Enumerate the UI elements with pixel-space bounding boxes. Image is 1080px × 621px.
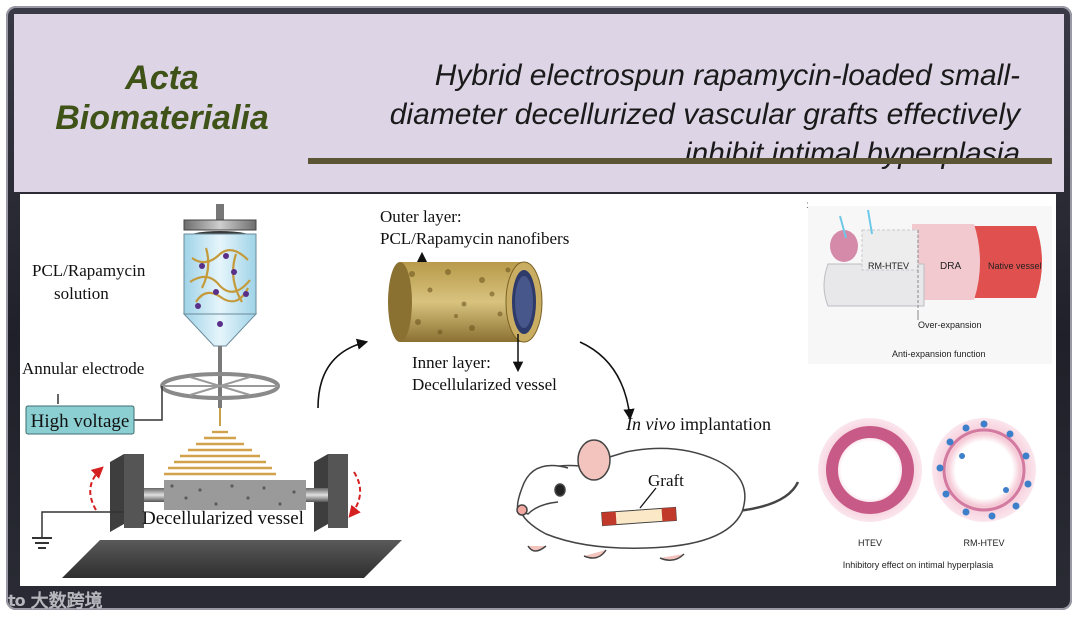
syringe-cone <box>182 313 258 347</box>
implantation-text: implantation <box>675 414 770 434</box>
outer-layer-label-line2: PCL/Rapamycin nanofibers <box>380 229 569 248</box>
inner-layer-label-line2: Decellularized vessel <box>412 375 557 394</box>
paper-title-line1: Hybrid electrospun rapamycin-loaded smal… <box>434 59 1020 92</box>
native-vessel-segment <box>970 226 1042 298</box>
left-support <box>124 454 144 528</box>
htev-label: HTEV <box>858 538 882 548</box>
annular-electrode-label: Annular electrode <box>22 359 144 378</box>
rat-eye <box>554 483 566 497</box>
flow-arrow-1 <box>317 338 369 409</box>
in-vivo-label: In vivo implantation <box>625 414 771 434</box>
rm-htev-label: RM-HTEV <box>868 261 909 271</box>
inhibitory-effect-label: Inhibitory effect on intimal hyperplasia <box>843 560 993 570</box>
watermark: to 大数跨境 <box>8 588 103 613</box>
inhibitory-effect-panel: HTEV RM-HTEV Inhibitory effect on intima… <box>818 418 1036 570</box>
right-support <box>328 454 348 528</box>
paper-title: Hybrid electrospun rapamycin-loaded smal… <box>300 56 1020 173</box>
anti-expansion-label: Anti-expansion function <box>892 349 986 359</box>
inner-layer-label-line1: Inner layer: <box>412 353 491 372</box>
outer-layer-label-line1: Outer layer: <box>380 207 462 226</box>
plunger-rod <box>216 204 224 230</box>
high-voltage-label: High voltage <box>31 411 130 432</box>
high-voltage-box <box>25 405 135 435</box>
over-expansion-label: Over-expansion <box>918 320 982 330</box>
syringe-barrel <box>183 233 257 315</box>
flow-arrow-2 <box>579 341 635 421</box>
dra-label: DRA <box>940 261 961 272</box>
graft-structure: Outer layer: PCL/Rapamycin nanofibers In… <box>380 207 771 434</box>
watermark-text: 大数跨境 <box>30 591 103 612</box>
needle <box>218 346 222 408</box>
htev-thick-intima <box>826 426 914 514</box>
dra-segment <box>912 224 980 300</box>
electrospinning-setup: High voltage PCL/Rapamycin solution Annu… <box>22 204 402 578</box>
watermark-logo: to <box>8 590 26 610</box>
journal-name-line2: Biomaterialia <box>55 99 269 137</box>
paper-title-line2: diameter decellurized vascular grafts ef… <box>389 98 1020 131</box>
solution-label-line1: PCL/Rapamycin <box>32 261 146 280</box>
header-panel: Acta Biomaterialia Hybrid electrospun ra… <box>14 14 1064 192</box>
decellularized-vessel-label: Decellularized vessel <box>142 508 304 529</box>
rat-ear <box>577 439 611 481</box>
anti-expansion-panel: : RM-HTEV DRA Native vessel Over-expansi… <box>806 200 1052 364</box>
graft-outer-layer <box>400 262 524 342</box>
graphical-abstract: High voltage PCL/Rapamycin solution Annu… <box>20 194 1056 586</box>
plunger-head <box>183 219 257 231</box>
rm-htev-pink-end <box>830 230 858 262</box>
rat-illustration <box>516 439 800 561</box>
paper-title-line3: inhibit intimal hyperplasia <box>684 137 1020 170</box>
journal-name-line1: Acta <box>125 59 199 97</box>
rotation-arrow-left <box>89 466 104 511</box>
in-vivo-italic: In vivo <box>625 414 675 434</box>
panel-dot: : <box>806 200 809 211</box>
rm-htev-label-2: RM-HTEV <box>964 538 1005 548</box>
graft-label: Graft <box>648 471 684 490</box>
rotation-arrow-right <box>348 471 361 518</box>
solution-label-line2: solution <box>54 284 109 303</box>
title-underline <box>308 158 1052 164</box>
decellularized-vessel-on-mandrel <box>164 480 306 510</box>
rm-htev-thin-intima <box>942 428 1026 512</box>
rm-htev-cross-section <box>932 418 1036 522</box>
native-vessel-label: Native vessel <box>988 261 1042 271</box>
rat-nose <box>516 504 528 516</box>
journal-name: Acta Biomaterialia <box>32 58 292 138</box>
collector-base <box>62 540 402 578</box>
